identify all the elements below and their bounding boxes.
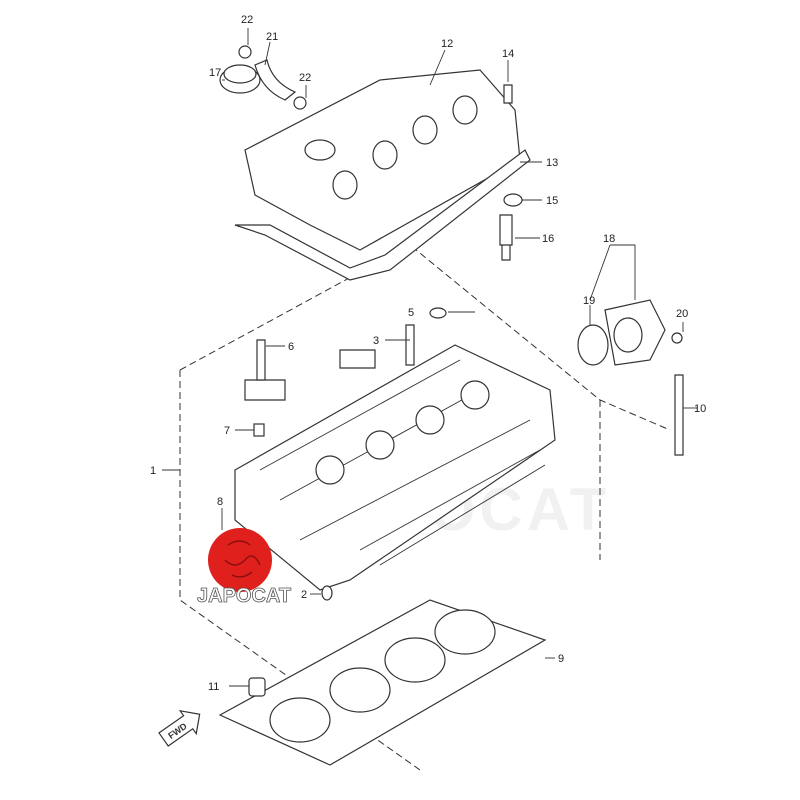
head-bolt	[256, 339, 266, 381]
stud-bolt	[674, 374, 684, 456]
callout-18: 18	[603, 233, 615, 245]
callout-10: 10	[694, 403, 706, 415]
callout-6: 6	[288, 341, 294, 353]
hose-clamp	[238, 45, 252, 59]
callout-9: 9	[558, 653, 564, 665]
thermostat-housing	[577, 299, 683, 366]
valve-cover	[234, 69, 531, 281]
callout-13: 13	[546, 157, 558, 169]
plug	[321, 585, 333, 601]
callout-8: 8	[217, 496, 223, 508]
callout-12: 12	[441, 38, 453, 50]
oil-filler-cap	[219, 64, 261, 94]
callout-22: 22	[299, 72, 311, 84]
dowel-pin	[248, 677, 266, 697]
plug	[429, 307, 447, 319]
callout-5: 5	[408, 307, 414, 319]
cylinder-head	[234, 344, 556, 591]
assembly-boundary	[179, 244, 671, 771]
spark-plug-seal	[503, 193, 523, 207]
spark-plug	[499, 214, 513, 261]
head-gasket	[218, 599, 547, 766]
callout-15: 15	[546, 195, 558, 207]
cover-bolt	[503, 84, 513, 104]
callout-19: 19	[583, 295, 595, 307]
camshaft-cap	[339, 349, 376, 369]
callout-3: 3	[373, 335, 379, 347]
logo-text: JAPOCAT	[197, 585, 291, 607]
callout-16: 16	[542, 233, 554, 245]
callout-17: 17	[209, 67, 221, 79]
oil-pipe	[405, 324, 415, 366]
leader-lines	[162, 28, 698, 687]
hose-clamp	[293, 96, 307, 110]
callout-2: 2	[301, 589, 307, 601]
pin	[253, 423, 265, 437]
logo-circle	[208, 528, 272, 592]
callout-22: 22	[241, 14, 253, 26]
breather-hose	[254, 59, 297, 101]
callout-11: 11	[208, 681, 219, 693]
callout-14: 14	[502, 48, 514, 60]
callout-1: 1	[150, 465, 156, 477]
camshaft-cap	[244, 379, 286, 401]
callout-21: 21	[266, 31, 278, 43]
japocat-logo: JAPOCAT	[197, 528, 291, 607]
callout-20: 20	[676, 308, 688, 320]
fwd-arrow-icon: FWD	[158, 709, 201, 747]
callout-7: 7	[224, 425, 230, 437]
